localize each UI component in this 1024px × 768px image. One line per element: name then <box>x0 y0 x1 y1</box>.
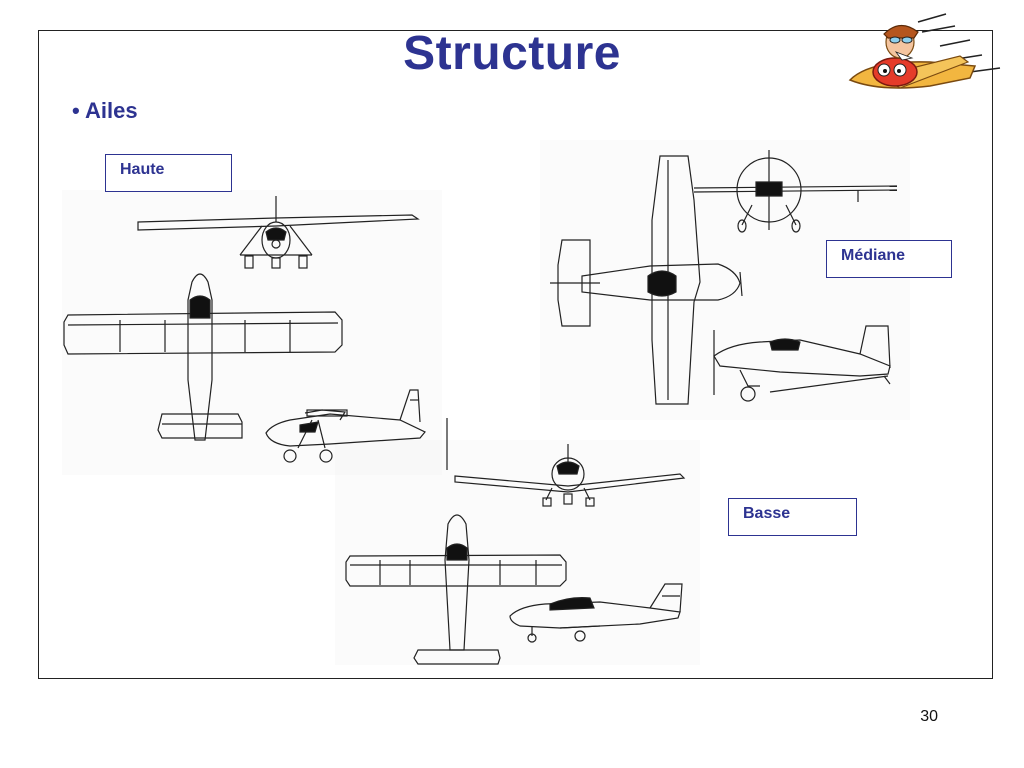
mid-wing-side-view <box>713 325 891 402</box>
slide-frame <box>38 30 993 679</box>
low-wing-front-view <box>454 444 686 507</box>
label-mediane: Médiane <box>826 240 952 278</box>
bullet-ailes: • Ailes <box>72 98 138 123</box>
high-wing-top-view <box>63 273 343 441</box>
mid-wing-front-view <box>693 150 898 233</box>
slide-title: Structure <box>403 27 621 80</box>
page-number: 30 <box>920 708 938 725</box>
label-basse: Basse <box>728 498 857 536</box>
high-wing-front-view <box>137 196 420 269</box>
cartoon-pilot-plane-logo <box>848 13 1001 89</box>
low-wing-top-view <box>345 514 567 665</box>
label-haute: Haute <box>105 154 232 192</box>
mid-wing-top-view <box>550 155 743 405</box>
low-wing-side-view <box>509 583 683 643</box>
high-wing-side-view <box>265 389 426 463</box>
